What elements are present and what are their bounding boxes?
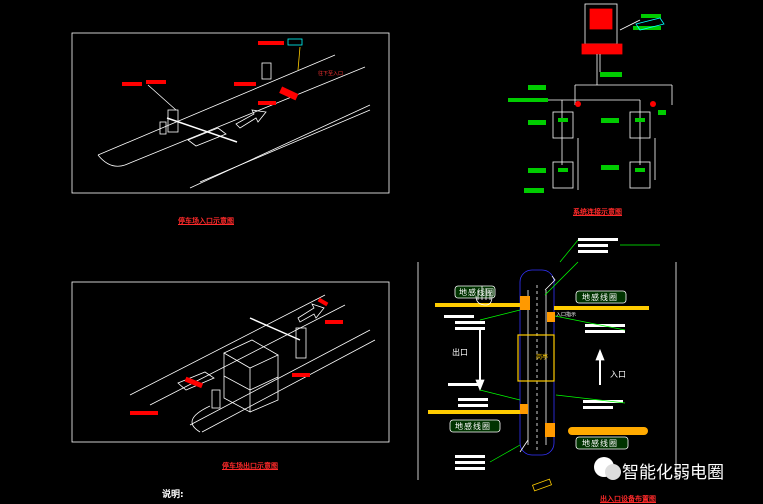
entrance-frame [71,32,390,194]
exit-caption: 停车场出口示意图 [222,462,278,470]
network-diagram [510,3,673,190]
network-cyan-sign [635,17,665,31]
entrance-caption: 停车场入口示意图 [178,217,234,225]
note-label: 说明: [162,490,184,500]
exit-panel [71,281,390,443]
loop-coil-label-1: 地感线圈 [459,288,495,297]
layout-wechat-icon [594,457,621,480]
layout-green-labels [444,238,625,470]
loop-coil-label-4: 地感线圈 [582,439,618,448]
entrance-red-tags [122,41,299,105]
entrance-panel [71,32,390,194]
loop-coil-label-2: 地感线圈 [582,293,618,302]
exit-red-tags [130,297,343,415]
entrance-display-sign [287,38,303,46]
layout-leader-lines [479,239,660,463]
network-caption: 系统连接示意图 [573,208,622,216]
exit-direction-label: 出口 [452,348,468,357]
exit-frame [71,281,390,443]
loop-coil-label-3: 地感线圈 [455,422,491,431]
layout-barrier-arms [428,296,649,437]
layout-plan [417,261,677,480]
network-red-nodes [575,101,656,107]
booth-label: 岗亭 [536,354,549,361]
sign-label: 入口指示 [556,312,577,318]
layout-cameras [519,275,556,492]
network-green-tags [508,14,666,193]
hand-icon [475,286,493,306]
layout-loop-coils [449,285,629,450]
layout-caption: 出入口设备布置图 [600,495,656,503]
small-arrow-label: 往下至入口 [318,70,343,77]
watermark-text: 智能化弱电圈 [622,463,724,483]
entry-direction-label: 入口 [610,370,626,379]
